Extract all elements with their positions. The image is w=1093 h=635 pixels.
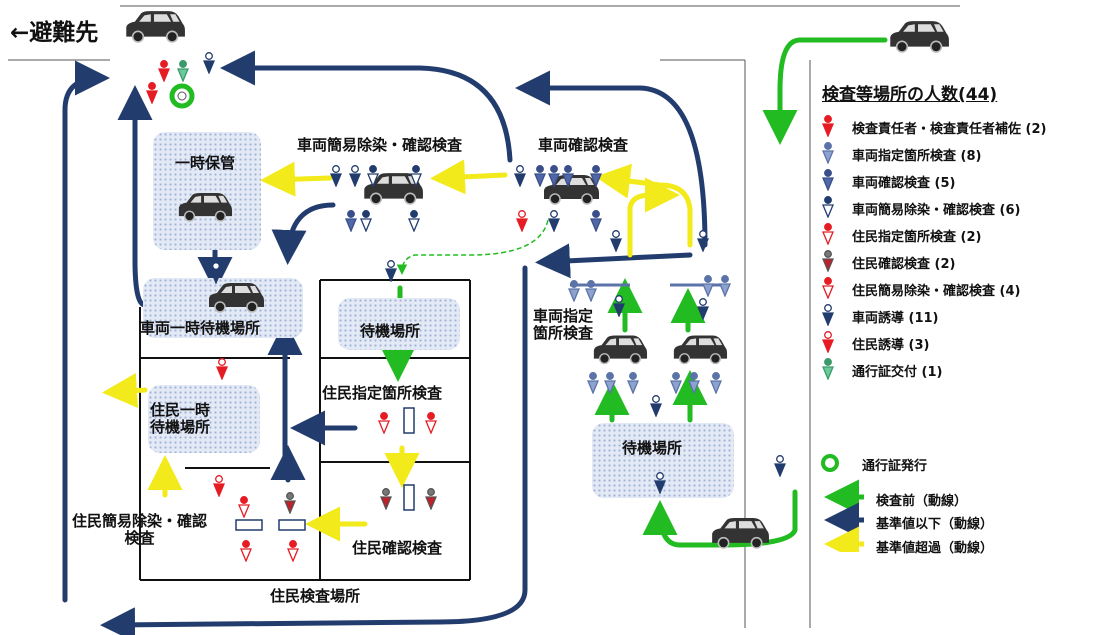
resident-confirm-label: 住民確認検査 (352, 539, 443, 557)
red-outline-pin-icon (240, 540, 252, 566)
navy-pin-icon (697, 230, 709, 256)
blue-light-pin-icon (719, 275, 731, 301)
vehicle-simple-decon-label: 車両簡易除染・確認検査 (297, 136, 463, 154)
pass-issue-icon (821, 454, 839, 472)
navy-pin-icon (697, 298, 709, 324)
legend-item-label: 通行証交付 (1) (852, 365, 943, 380)
red-outline-pin-icon (822, 277, 834, 303)
blue-light-pin-icon (585, 280, 597, 306)
designated-car-left-icon (590, 332, 648, 366)
blue-light-pin-icon (710, 372, 722, 398)
resident-simple-decon-label: 住民簡易除染・確認 検査 (72, 512, 208, 548)
dark-red-pin-icon (284, 492, 296, 518)
legend-item-label: 車両簡易除染・確認検査 (6) (852, 203, 1021, 218)
stored-car-icon (175, 190, 233, 223)
navy-pin-icon (548, 210, 560, 236)
red-guide-pin-icon (516, 210, 528, 236)
navy-pin-icon (210, 262, 222, 288)
blue-light-pin-icon (568, 280, 580, 306)
red-outline-pin-icon (378, 412, 390, 438)
blue-solid-pin-icon (822, 169, 834, 195)
legend-item-label: 住民確認検査 (2) (852, 257, 956, 272)
blue-outline-pin-icon (408, 210, 420, 236)
pass-issue-ring-icon (169, 83, 195, 109)
temp-storage-zone (153, 132, 261, 250)
blue-light-pin-icon (688, 372, 700, 398)
navy-pin-icon (613, 295, 625, 321)
blue-light-pin-icon (627, 372, 639, 398)
blue-solid-pin-icon (562, 165, 574, 191)
navy-pin-icon (774, 455, 786, 481)
red-outline-pin-icon (425, 412, 437, 438)
blue-light-pin-icon (604, 372, 616, 398)
green-pin-icon (177, 60, 189, 86)
red-outline-pin-icon (287, 540, 299, 566)
blue-outline-pin-icon (822, 196, 834, 222)
red-guide-pin-icon (213, 475, 225, 501)
red-outline-pin-icon (238, 496, 250, 522)
blue-solid-pin-icon (345, 210, 357, 236)
dark-red-pin-icon (380, 488, 392, 514)
navy-pin-icon (650, 395, 662, 421)
legend-line-below: 基準値以下（動線） (876, 517, 994, 532)
navy-pin-icon (822, 304, 834, 330)
navy-pin-icon (610, 230, 622, 256)
blue-light-pin-icon (702, 275, 714, 301)
legend-item-label: 車両確認検査 (5) (852, 176, 956, 191)
blue-solid-pin-icon (534, 165, 546, 191)
vehicle-confirm-label: 車両確認検査 (538, 136, 629, 154)
navy-pin-icon (330, 165, 342, 191)
legend-item-label: 住民誘導 (3) (852, 338, 930, 353)
evacuation-destination-label: ←避難先 (10, 20, 99, 46)
legend-item-label: 検査責任者・検査責任者補佐 (2) (852, 122, 1047, 137)
resident-temp-wait-zone (148, 385, 260, 453)
vehicle-temp-wait-label: 車両一時待機場所 (140, 319, 261, 337)
blue-outline-pin-icon (367, 165, 379, 191)
vehicle-designated-label: 車両指定 箇所検査 (533, 307, 594, 343)
blue-solid-pin-icon (590, 165, 602, 191)
blue-outline-pin-icon (410, 165, 422, 191)
legend-line-before: 検査前（動線） (876, 494, 968, 509)
dark-red-pin-icon (822, 250, 834, 276)
temp-storage-label: 一時保管 (175, 154, 236, 172)
legend-item-label: 住民指定箇所検査 (2) (852, 230, 982, 245)
blue-light-pin-icon (822, 142, 834, 168)
red-outline-pin-icon (822, 223, 834, 249)
blue-solid-pin-icon (548, 165, 560, 191)
navy-pin-icon (654, 472, 666, 498)
legend-item-label: 車両指定箇所検査 (8) (852, 149, 982, 164)
waiting-place-inner-label: 待機場所 (360, 322, 421, 340)
red-guide-pin-icon (822, 331, 834, 357)
entry-car-icon (708, 515, 770, 550)
navy-pin-icon (203, 52, 215, 78)
navy-pin-icon (349, 165, 361, 191)
evacuation-car-icon (122, 8, 186, 44)
legend-line-samples (821, 454, 864, 552)
red-solid-pin-icon (146, 82, 158, 108)
red-solid-pin-icon (822, 115, 834, 141)
resident-temp-wait-label: 住民一時 待機場所 (150, 401, 211, 437)
green-pin-icon (822, 358, 834, 384)
incoming-car-icon (886, 18, 950, 54)
designated-car-right-icon (670, 332, 728, 366)
waiting-place-right-label: 待機場所 (622, 439, 683, 457)
navy-pin-icon (385, 260, 397, 286)
waiting-zone-inner (338, 298, 460, 350)
red-solid-pin-icon (158, 60, 170, 86)
blue-light-pin-icon (670, 372, 682, 398)
resident-inspection-area-label: 住民検査場所 (270, 587, 361, 605)
legend-item-label: 車両誘導 (11) (852, 311, 939, 326)
legend-item-label: 住民簡易除染・確認検査 (4) (852, 284, 1021, 299)
legend-line-above: 基準値超過（動線） (876, 541, 994, 556)
dark-red-pin-icon (425, 488, 437, 514)
legend-title: 検査等場所の人数(44) (822, 85, 998, 105)
blue-outline-pin-icon (360, 210, 372, 236)
blue-light-pin-icon (587, 372, 599, 398)
legend-pass-issue: 通行証発行 (862, 459, 928, 474)
blue-solid-pin-icon (590, 210, 602, 236)
red-guide-pin-icon (216, 358, 228, 384)
navy-pin-icon (514, 165, 526, 191)
resident-designated-label: 住民指定箇所検査 (322, 384, 443, 402)
